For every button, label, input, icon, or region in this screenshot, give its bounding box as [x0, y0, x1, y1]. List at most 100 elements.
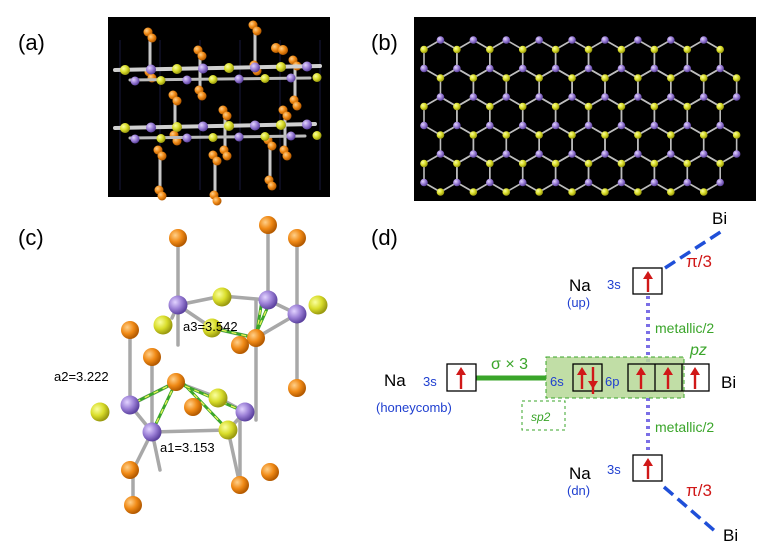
orbital-box-na-up-3s: [632, 267, 663, 295]
atom-purple: [453, 121, 461, 130]
atom-orange: [157, 151, 167, 161]
label-bi-bottom: Bi: [723, 526, 738, 545]
atom-yellow: [732, 131, 741, 139]
label-na-dn-sub: (dn): [567, 483, 590, 498]
atom-purple: [683, 178, 692, 187]
atom-purple: [568, 93, 576, 101]
atom-orange: [247, 329, 265, 347]
atom-orange: [197, 51, 207, 61]
electron-arrows: [456, 271, 700, 479]
orbital-label-3s-up: 3s: [607, 277, 621, 292]
atom-purple: [142, 422, 162, 442]
atom-yellow: [436, 74, 445, 82]
atom-orange: [261, 463, 279, 481]
atom-orange: [288, 229, 306, 247]
label-na-honeycomb: Na: [384, 371, 406, 390]
atom-purple: [120, 395, 140, 415]
atom-orange: [212, 196, 222, 206]
atom-yellow: [634, 188, 642, 196]
pi-bond-top: [664, 229, 723, 270]
atom-yellow: [260, 74, 270, 83]
label-pz-main: pz: [689, 342, 707, 359]
atom-purple: [650, 121, 659, 130]
atom-purple: [535, 150, 543, 158]
sp2-region-border: [545, 356, 685, 399]
atom-purple: [182, 133, 192, 143]
atom-purple: [286, 131, 296, 141]
atom-purple: [130, 76, 140, 86]
label-na-up: Na: [569, 276, 591, 295]
atom-purple: [683, 121, 692, 130]
atom-orange: [167, 373, 185, 391]
atom-yellow: [420, 102, 428, 111]
atom-yellow: [260, 132, 270, 141]
atom-yellow: [90, 402, 110, 422]
atom-purple: [518, 121, 527, 130]
atom-purple: [453, 178, 461, 187]
atom-yellow: [518, 159, 527, 168]
label-bi-top: Bi: [712, 209, 727, 228]
atom-purple: [732, 93, 741, 101]
atom-purple: [535, 93, 543, 101]
electron-arrow-head: [456, 367, 466, 375]
atom-yellow: [634, 74, 642, 82]
atom-orange: [252, 26, 262, 36]
atom-yellow: [732, 74, 741, 82]
label-metallic-bottom: metallic/2: [655, 419, 714, 435]
orbital-label-3s-dn: 3s: [607, 462, 621, 477]
atom-yellow: [420, 45, 428, 54]
atom-yellow: [172, 64, 182, 74]
atom-purple: [486, 178, 494, 187]
atom-yellow: [601, 188, 609, 196]
atom-purple: [502, 93, 511, 101]
panel-b-honeycomb: [414, 17, 756, 201]
atom-purple: [584, 178, 593, 187]
atom-orange: [143, 348, 161, 366]
electron-arrow-head: [588, 381, 598, 389]
atom-yellow: [436, 131, 445, 139]
atom-purple: [584, 121, 593, 130]
atom-yellow: [667, 188, 675, 196]
atom-yellow: [518, 45, 527, 54]
atom-purple: [584, 64, 593, 73]
atom-purple: [683, 64, 692, 73]
atom-yellow: [420, 159, 428, 168]
atom-orange: [282, 111, 292, 121]
atom-purple: [436, 93, 445, 101]
atom-orange: [267, 141, 277, 151]
atom-orange: [121, 461, 139, 479]
atom-yellow: [617, 159, 626, 168]
panel-c-atoms: [90, 216, 328, 514]
atom-yellow: [650, 159, 659, 168]
atom-yellow: [502, 131, 511, 139]
electron-arrow-head: [663, 367, 673, 375]
atom-purple: [198, 121, 208, 132]
panel-label-d: (d): [371, 225, 398, 250]
atom-purple: [699, 36, 708, 44]
atom-yellow: [453, 45, 461, 54]
atom-yellow: [202, 318, 222, 338]
atom-purple: [650, 64, 659, 73]
orbital-label-6s: 6s: [550, 374, 564, 389]
panel-a-structure: [108, 17, 330, 206]
atom-orange: [278, 45, 288, 55]
atom-yellow: [436, 188, 445, 196]
orbital-label-6p: 6p: [605, 374, 619, 389]
atom-purple: [650, 178, 659, 187]
atom-yellow: [502, 188, 511, 196]
atom-yellow: [650, 45, 659, 54]
atom-yellow: [699, 131, 708, 139]
atom-yellow: [551, 159, 560, 168]
label-pz: pz: [689, 342, 707, 359]
panel-label-c: (c): [18, 225, 44, 250]
atom-yellow: [120, 123, 130, 133]
atom-yellow: [699, 188, 708, 196]
atom-yellow: [153, 315, 173, 335]
label-a3: a3=3.542: [183, 319, 238, 334]
atom-yellow: [469, 74, 478, 82]
label-a2: a2=3.222: [54, 369, 109, 384]
atom-yellow: [617, 45, 626, 54]
bond: [150, 428, 230, 434]
